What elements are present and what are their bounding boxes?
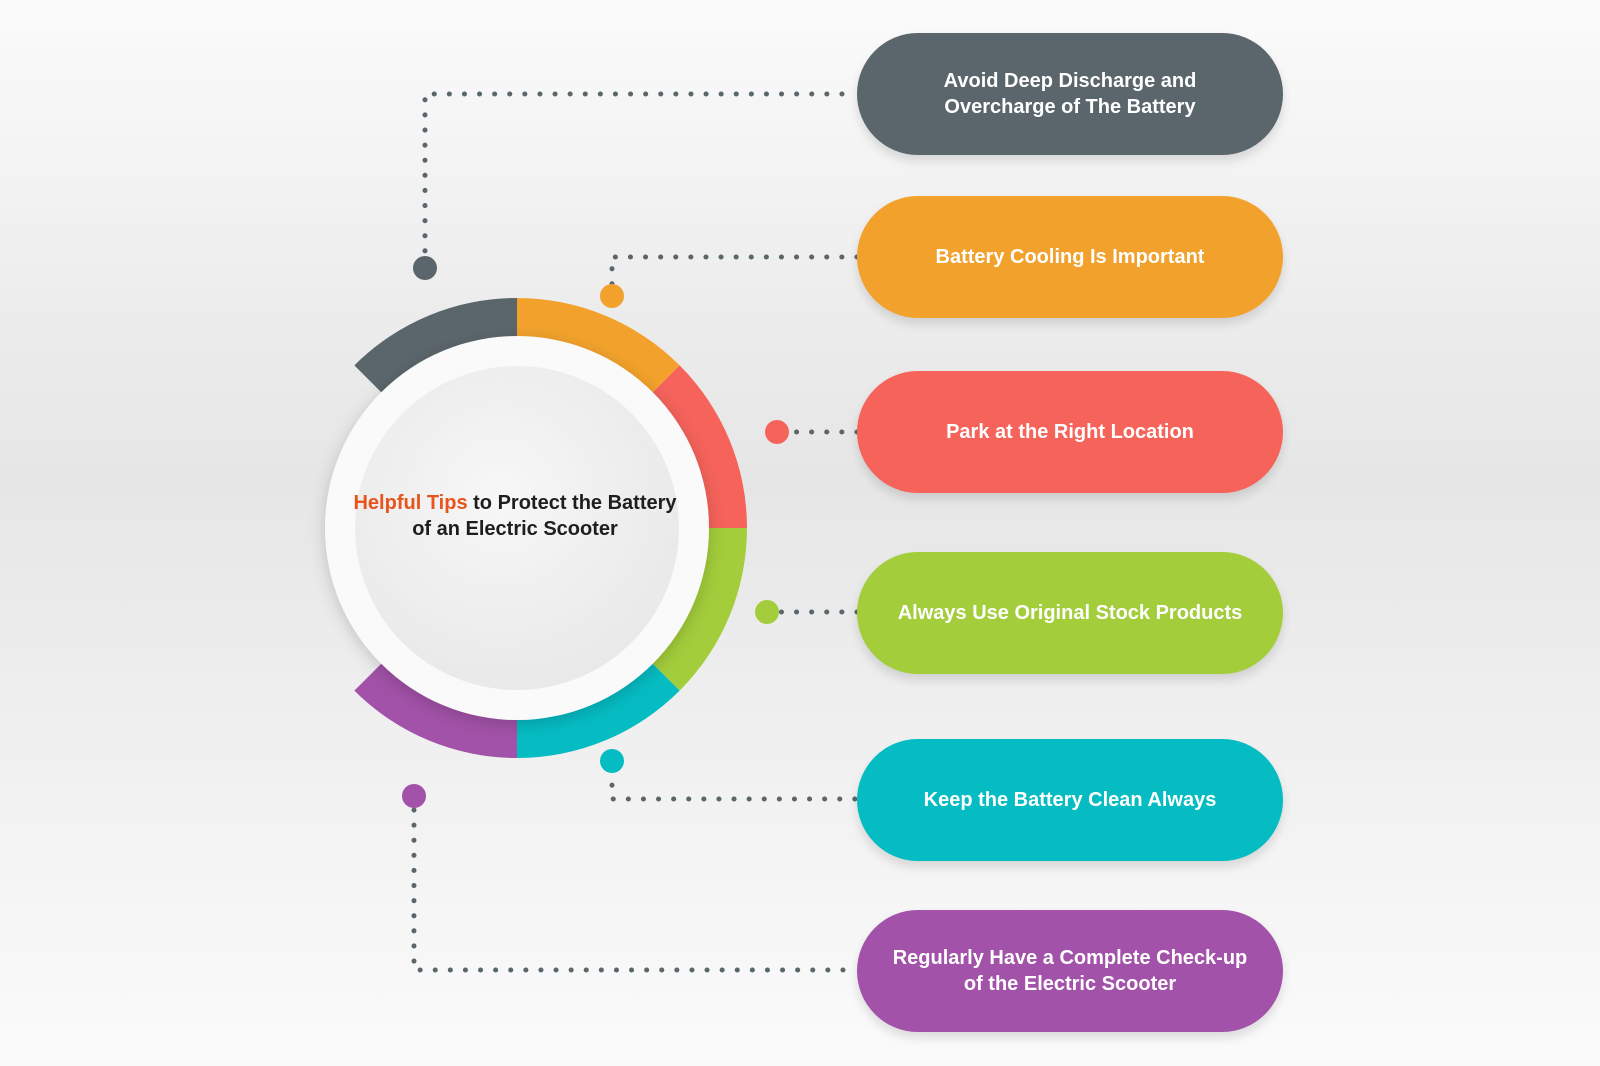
ring-segment-1 [354, 298, 517, 394]
connector-line-6 [411, 807, 851, 973]
tip-label-3: Park at the Right Location [946, 421, 1194, 443]
tip-label-4: Always Use Original Stock Products [897, 602, 1243, 624]
connector-dot-5 [600, 749, 624, 773]
connector-line-5 [609, 767, 860, 802]
center-title-rest: to Protect the Battery of an Electric Sc… [412, 492, 677, 540]
connector-dot-3 [765, 420, 789, 444]
center-title-highlight: Helpful Tips [353, 492, 468, 514]
segment-ring [354, 298, 747, 758]
connector-line-2 [609, 254, 860, 293]
center-title: Helpful Tips to Protect the Battery of a… [350, 490, 680, 542]
ring-segment-4 [651, 528, 747, 691]
connector-dot-1 [413, 256, 437, 280]
tip-label-1: Avoid Deep Discharge and Overcharge of T… [943, 70, 1197, 118]
connector-dot-6 [402, 784, 426, 808]
tip-pill-4: Always Use Original Stock Products [857, 552, 1283, 674]
tip-label-2: Battery Cooling Is Important [935, 246, 1205, 268]
ring-segment-5 [517, 662, 680, 758]
tip-pill-6: Regularly Have a Complete Check-up of th… [857, 910, 1283, 1032]
tip-pill-5: Keep the Battery Clean Always [857, 739, 1283, 861]
ring-segment-2 [517, 298, 680, 394]
connector-dot-2 [600, 284, 624, 308]
tip-label-6: Regularly Have a Complete Check-up of th… [892, 947, 1248, 995]
tip-pill-3: Park at the Right Location [857, 371, 1283, 493]
ring-segment-3 [651, 365, 747, 528]
tip-pill-1: Avoid Deep Discharge and Overcharge of T… [857, 33, 1283, 155]
ring-segment-6 [354, 662, 517, 758]
tip-label-5: Keep the Battery Clean Always [923, 789, 1217, 811]
center-disc-inner [355, 366, 679, 690]
tip-pill-2: Battery Cooling Is Important [857, 196, 1283, 318]
connector-dot-4 [755, 600, 779, 624]
connector-line-1 [422, 91, 845, 265]
